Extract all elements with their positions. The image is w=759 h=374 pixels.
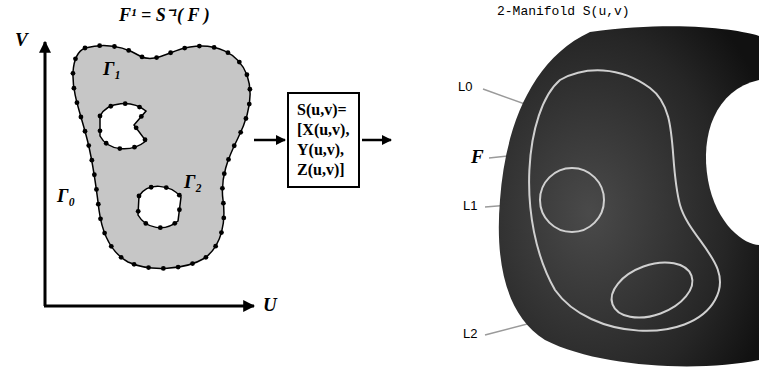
mapping-formula: F¹ = S⁻¹( F ): [118, 6, 211, 26]
torus-surface: [499, 26, 759, 366]
boundary-point: [98, 128, 103, 133]
boundary-point: [132, 262, 137, 267]
boundary-point: [221, 216, 226, 221]
torus-hole: [706, 80, 759, 245]
boundary-point: [89, 158, 94, 163]
boundary-point: [161, 266, 166, 271]
trim-curve: [604, 252, 700, 328]
region-outline: [70, 44, 252, 272]
boundary-point: [247, 102, 252, 107]
axis-label: V: [14, 30, 29, 51]
boundary-point: [139, 114, 144, 119]
boundary-point: [137, 194, 142, 199]
trimmed-region: [73, 46, 250, 269]
boundary-point: [232, 143, 237, 148]
u-axis: [44, 305, 254, 308]
boundary-point: [212, 45, 217, 50]
boundary-point: [97, 43, 102, 48]
boundary-point: [221, 201, 226, 206]
boundary-point: [96, 202, 101, 207]
boundary-point: [98, 114, 103, 119]
boundary-point: [190, 261, 195, 266]
boundary-point: [79, 115, 84, 120]
boundary-point: [94, 187, 99, 192]
curve-label: L1: [462, 199, 478, 213]
boundary-label: Γ₂: [184, 172, 202, 193]
boundary-point: [177, 193, 182, 198]
boundary-point: [143, 221, 148, 226]
boundary-point: [83, 129, 88, 134]
mapping-formula: S(u,v)= [X(u,v), Y(u,v), Z(u,v)]: [297, 100, 349, 180]
boundary-point: [137, 105, 142, 110]
boundary-point: [102, 231, 107, 236]
trim-curve: [529, 70, 720, 331]
boundary-point: [226, 50, 231, 55]
boundary-point: [164, 185, 169, 190]
boundary-point: [238, 130, 243, 135]
boundary-point: [108, 104, 113, 109]
boundary-point: [237, 60, 242, 65]
boundary-point: [245, 72, 250, 77]
torus-manifold: 2-Manifold S(u,v): [393, 0, 759, 374]
boundary-point: [73, 56, 78, 61]
boundary-point: [220, 186, 225, 191]
boundary-point: [226, 157, 231, 162]
boundary-point: [86, 143, 91, 148]
boundary-point: [71, 71, 76, 76]
torus-outline: [393, 0, 759, 374]
mapping-box: S(u,v)= [X(u,v), Y(u,v), Z(u,v)]: [287, 92, 360, 188]
boundary-point: [219, 230, 224, 235]
boundary-label: Γ₁: [103, 59, 121, 80]
boundary-point: [149, 185, 154, 190]
boundary-point: [109, 244, 114, 249]
boundary-point: [119, 255, 124, 260]
axis-label: U: [262, 295, 278, 316]
boundary-point: [177, 207, 182, 212]
boundary-point: [172, 221, 177, 226]
boundary-point: [222, 171, 227, 176]
boundary-point: [197, 44, 202, 49]
region-label: F: [470, 147, 485, 168]
boundary-point: [213, 244, 218, 249]
trim-curve: [540, 168, 604, 232]
curve-label: L2: [462, 327, 478, 341]
mapping-arrow: [362, 139, 391, 142]
boundary-point: [83, 46, 88, 51]
boundary-point: [117, 146, 122, 151]
boundary-point: [132, 145, 137, 150]
boundary-point: [92, 172, 97, 177]
boundary-point: [98, 216, 103, 221]
boundary-point: [154, 55, 159, 60]
mapping-arrow: [254, 139, 285, 142]
boundary-point: [126, 48, 131, 53]
boundary-point: [104, 141, 109, 146]
boundary-point: [158, 225, 163, 230]
boundary-point: [123, 101, 128, 106]
boundary-point: [140, 55, 145, 60]
v-axis: [44, 42, 47, 306]
curve-label: L0: [457, 80, 473, 94]
boundary-point: [244, 116, 249, 121]
boundary-point: [247, 87, 252, 92]
boundary-point: [143, 137, 148, 142]
boundary-point: [182, 46, 187, 51]
boundary-point: [134, 125, 139, 130]
surface-heading: 2-Manifold S(u,v): [497, 4, 630, 20]
boundary-point: [136, 209, 141, 214]
boundary-point: [176, 265, 181, 270]
boundary-point: [75, 100, 80, 105]
boundary-label: Γ₀: [56, 186, 76, 207]
boundary-point: [168, 50, 173, 55]
boundary-point: [146, 265, 151, 270]
parameter-region: Γ₁ Γ₂: [70, 44, 252, 272]
boundary-point: [72, 86, 77, 91]
boundary-point: [112, 44, 117, 49]
boundary-point: [204, 255, 209, 260]
